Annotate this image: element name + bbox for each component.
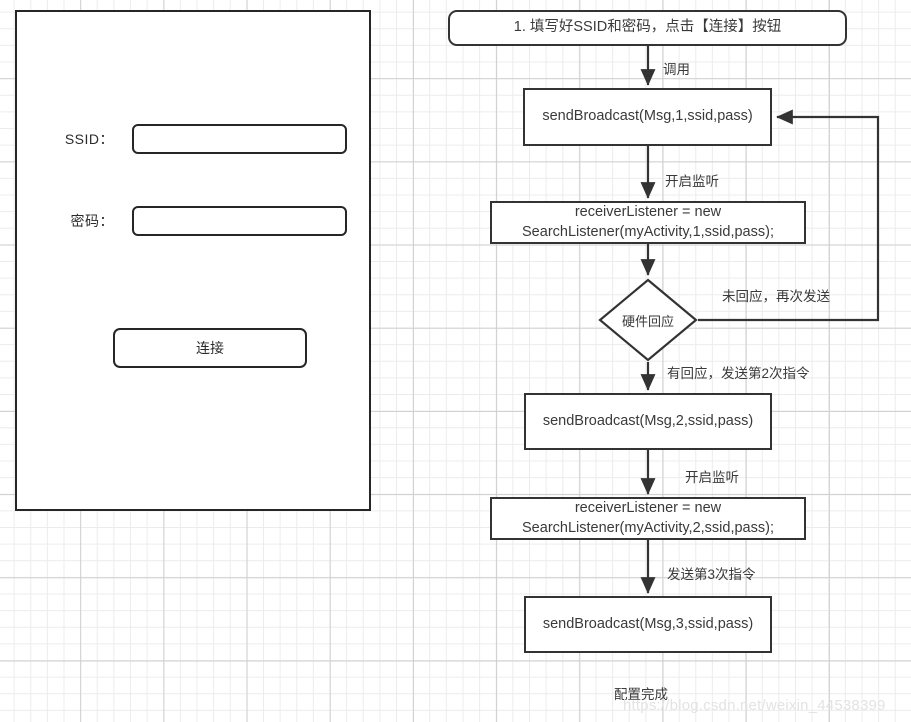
connect-button[interactable]: 连接 [113,328,307,368]
ssid-field-row: SSID： [54,124,347,154]
password-input[interactable] [132,206,347,236]
edge-label-invoke: 调用 [663,62,690,77]
edge-label-response-send-2nd: 有回应，发送第2次指令 [667,366,810,381]
flow-node-listener-2[interactable]: receiverListener = new SearchListener(my… [490,497,806,540]
password-field-row: 密码： [54,206,347,236]
flow-node-decision-hardware-response[interactable]: 硬件回应 [598,278,698,362]
edge-label-no-response-resend: 未回应，再次发送 [722,289,830,304]
watermark: https://blog.csdn.net/weixin_44538399 [623,697,886,714]
flow-node-send-broadcast-3[interactable]: sendBroadcast(Msg,3,ssid,pass) [524,596,772,653]
diamond-shape [598,278,698,362]
flow-node-send-broadcast-2[interactable]: sendBroadcast(Msg,2,ssid,pass) [524,393,772,450]
mock-ui-panel: SSID： 密码： 连接 [15,10,371,511]
decision-label: 硬件回应 [621,313,674,329]
flow-node-start[interactable]: 1. 填写好SSID和密码，点击【连接】按钮 [448,10,847,46]
ssid-label: SSID： [64,131,114,147]
flow-node-send-broadcast-1[interactable]: sendBroadcast(Msg,1,ssid,pass) [523,88,772,146]
edge-label-send-3rd: 发送第3次指令 [667,567,756,582]
password-label: 密码： [70,213,114,229]
edge-label-start-listening-2: 开启监听 [685,470,739,485]
ssid-input[interactable] [132,124,347,154]
flow-end-label: 配置完成 [614,687,668,702]
edge-label-start-listening-1: 开启监听 [665,174,719,189]
flow-node-listener-1[interactable]: receiverListener = new SearchListener(my… [490,201,806,244]
